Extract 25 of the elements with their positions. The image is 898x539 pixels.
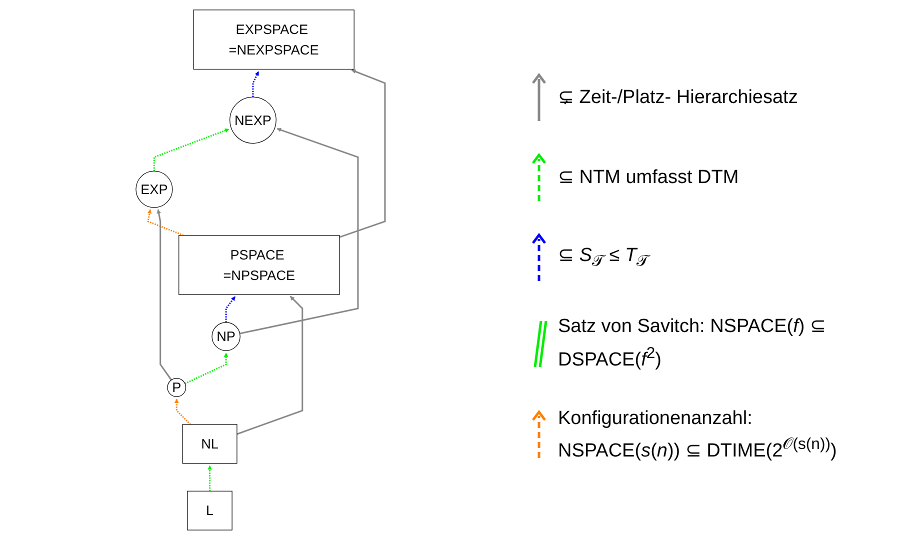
legend-text: ⊆ NTM umfasst DTM (558, 166, 739, 190)
arrow (174, 398, 191, 424)
arrow (338, 68, 386, 238)
node-circle (211, 322, 240, 350)
legend-text: Satz von Savitch: NSPACE(f) ⊆ DSPACE(f$^{2}$) (558, 315, 828, 372)
arrow (156, 208, 172, 380)
arrow (152, 128, 229, 171)
node-box (186, 490, 232, 530)
arrow (146, 208, 184, 236)
node-circle (229, 96, 276, 144)
legend-text: Konfigurationenanzahl: NSPACE(s(n)) ⊆ DTIME(2$^{𝒪(s(n))}$) (558, 406, 838, 464)
arrow (184, 352, 228, 384)
complexity-class-diagram: EXPSPACE =NEXPSPACE NEXP EXP PSPACE =NPSPACE NP P NL L (130, 4, 390, 534)
legend-text: ⊊ Zeit-/Platz- Hierarchiesatz (558, 86, 798, 110)
arrow (252, 70, 259, 97)
node-circle (135, 170, 172, 208)
arrow (224, 296, 236, 322)
node-box (178, 234, 340, 294)
arrow (207, 464, 212, 491)
arrow (236, 295, 303, 434)
node-box (182, 424, 237, 464)
node-box (192, 9, 354, 70)
arrow (239, 127, 358, 334)
legend-text: ⊆ S$_{𝒯}$ ≤ T$_{𝒯}$ (558, 244, 649, 272)
node-circle (166, 378, 186, 396)
